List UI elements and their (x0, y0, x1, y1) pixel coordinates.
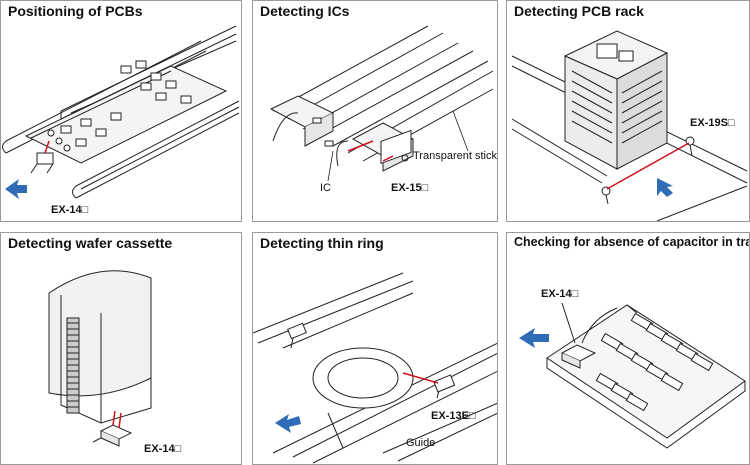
ic-label: IC (320, 182, 331, 194)
wafer-cassette-illustration (48, 270, 152, 447)
panel-positioning-pcbs: Positioning of PCBs (0, 0, 242, 222)
panel-title: Checking for absence of capacitor in tra… (514, 235, 750, 249)
sensor-label: EX-14□ (144, 443, 182, 455)
pcb-rack-illustration (511, 30, 748, 221)
panel-title: Detecting thin ring (260, 235, 384, 251)
panel-title: Detecting wafer cassette (8, 235, 173, 251)
transparent-stick-label: Transparent stick (413, 150, 497, 162)
panel-title: Detecting ICs (260, 3, 350, 19)
sensor-label: EX-14□ (541, 288, 579, 300)
panel-detecting-wafer-cassette: Detecting wafer cassette EX-14□ (0, 232, 242, 465)
guide-label: Guide (406, 437, 436, 449)
sensor-label: EX-13E□ (431, 410, 476, 422)
thin-ring-illustration (253, 272, 497, 464)
sensor-label: EX-19S□ (690, 117, 735, 129)
sensor-label: EX-14□ (51, 204, 89, 216)
capacitor-tray-illustration (519, 302, 746, 449)
sensor-label: EX-15□ (391, 182, 429, 194)
pcb-conveyor-illustration (2, 25, 240, 199)
ic-stick-illustration (269, 25, 494, 182)
panel-capacitor-tray: Checking for absence of capacitor in tra… (506, 232, 750, 465)
panel-detecting-ics: Detecting ICs (252, 0, 498, 222)
panel-title: Detecting PCB rack (514, 3, 644, 19)
panel-detecting-pcb-rack: Detecting PCB rack (506, 0, 750, 222)
panel-detecting-thin-ring: Detecting thin ring EX-13E□ Guide (252, 232, 498, 465)
panel-title: Positioning of PCBs (8, 3, 143, 19)
